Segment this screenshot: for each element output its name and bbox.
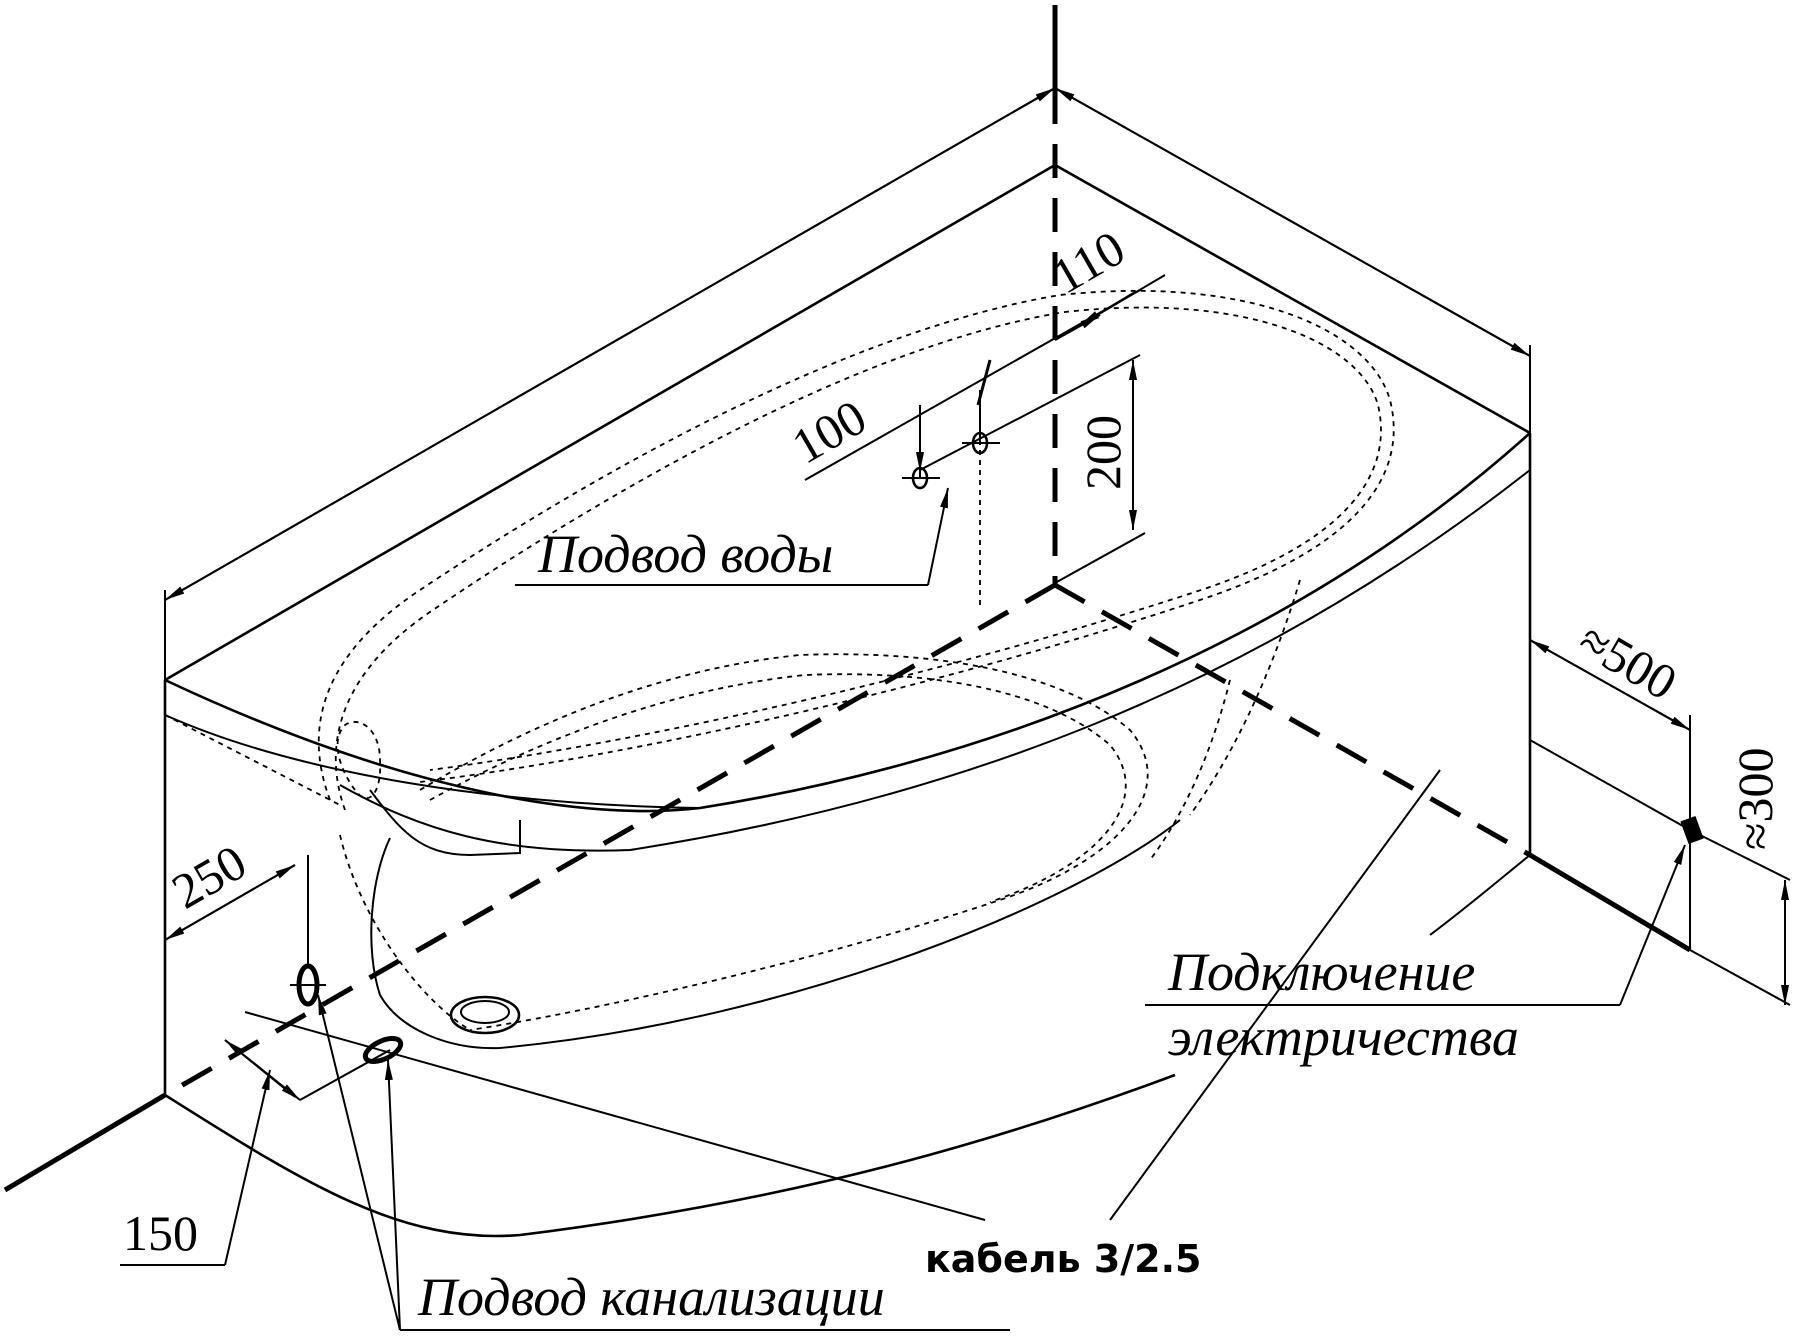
- water-supply-leader: [515, 487, 949, 586]
- cable-leader: [244, 1011, 986, 1221]
- dim-300-label: ≈300: [1727, 748, 1783, 850]
- dim-150-label: 150: [123, 1205, 198, 1261]
- dim-110-label: 110: [1043, 219, 1134, 304]
- axis-lines: [3, 5, 1692, 1193]
- sewer-supply-label: Подвод канализации: [417, 1267, 885, 1327]
- cable-label: кабель 3/2.5: [925, 1237, 1201, 1281]
- sewer-dimensions: [164, 855, 391, 1101]
- tub-outline: [163, 163, 1532, 1238]
- dim-100-label: 100: [783, 389, 876, 475]
- dim150-leader: [120, 1069, 271, 1266]
- dim-200-label: 200: [1075, 415, 1131, 490]
- sewer-pipe-right: [362, 1036, 404, 1064]
- hidden-inner-shell: [164, 289, 1395, 1031]
- water-supply-dimensions: [804, 274, 1166, 584]
- water-inlet-right: [962, 431, 1000, 455]
- drain-icon: [449, 995, 521, 1035]
- electricity-label-line2: электричества: [1168, 1007, 1519, 1067]
- dim-250-label: 250: [163, 834, 256, 920]
- electricity-label-line1: Подключение: [1167, 942, 1475, 1002]
- water-inlet-left: [902, 466, 940, 490]
- electricity-leader: [1109, 769, 1686, 1221]
- sewer-leader: [317, 994, 1010, 1331]
- electric-socket-icon: [1680, 815, 1704, 845]
- sewer-pipe-left: [290, 963, 326, 1007]
- overall-dimensions: [164, 87, 1531, 680]
- water-supply-label: Подвод воды: [537, 524, 833, 584]
